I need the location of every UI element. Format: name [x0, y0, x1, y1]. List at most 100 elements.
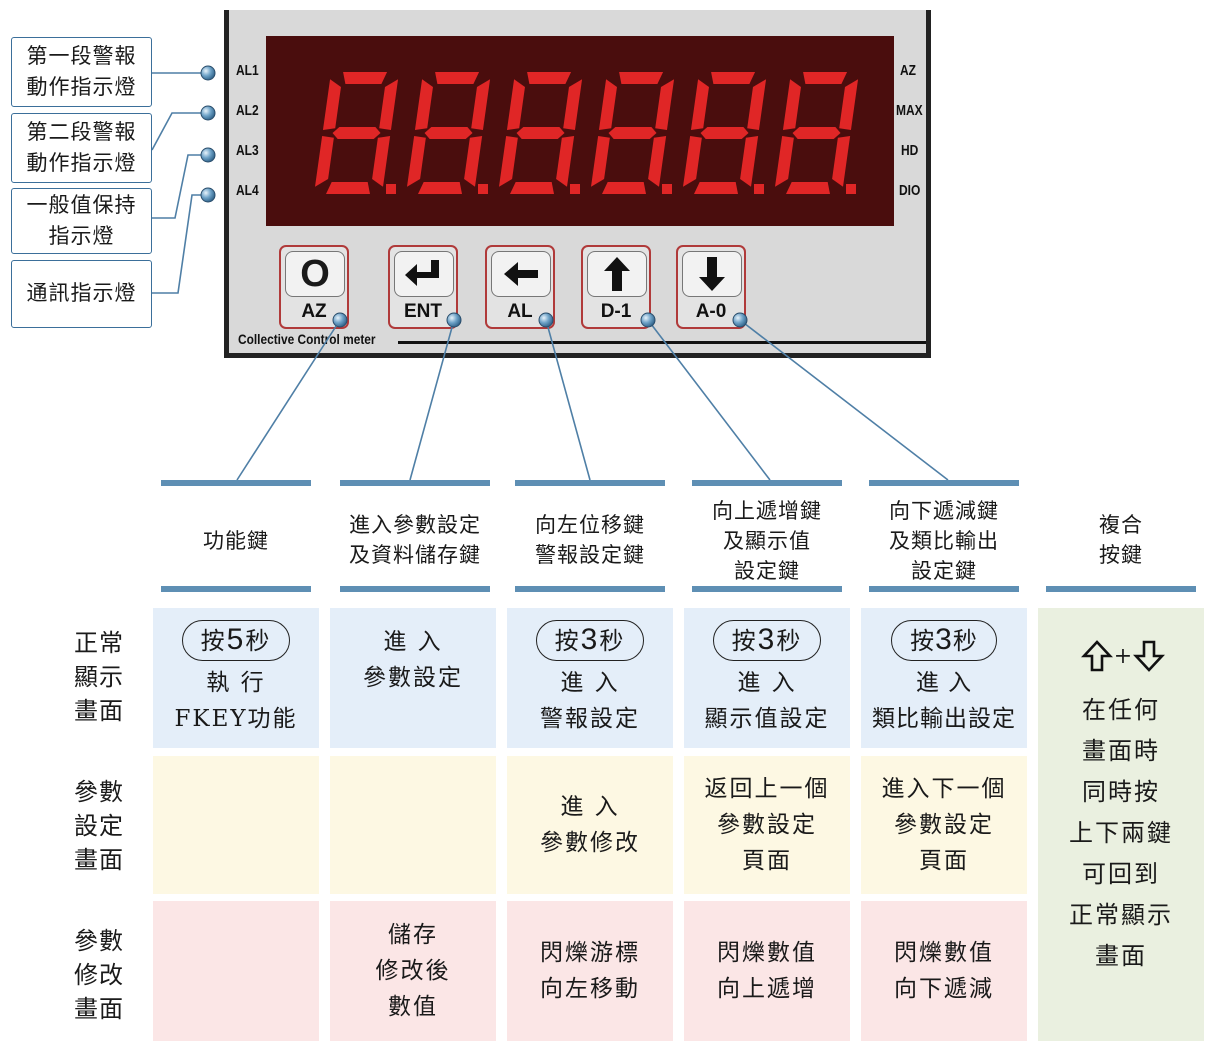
column-header-line: 按鍵 [1099, 543, 1143, 567]
badge-text: 秒 [599, 626, 626, 655]
segment-g [792, 127, 841, 139]
cell-line: 向左移動 [540, 976, 640, 1002]
badge-seconds: 3 [757, 622, 777, 656]
row-header-line: 畫面 [74, 846, 124, 874]
badge-seconds: 5 [226, 622, 246, 656]
segment-c [556, 136, 575, 187]
segment-a [527, 72, 572, 84]
cell-normal-ent: 進 入 參數設定 [330, 608, 496, 748]
header-bar-top [161, 480, 311, 486]
indicator-al2-box: 第二段警報 動作指示燈 [11, 113, 152, 183]
segment-e [683, 136, 702, 187]
segment-e [775, 136, 794, 187]
cell-parammod-ent: 儲存 修改後 數值 [330, 901, 496, 1041]
segment-a [711, 72, 756, 84]
segment-a [435, 72, 480, 84]
segment-g [516, 127, 565, 139]
segment-c [372, 136, 391, 187]
segment-b [747, 79, 767, 130]
segment-d [786, 182, 830, 194]
cell-line: 參數設定 [894, 812, 994, 838]
cell-normal-az: 按5秒 執 行 FKEY功能 [153, 608, 319, 748]
cell-line: 參數設定 [717, 812, 817, 838]
cell-paramset-al: 進 入 參數修改 [507, 756, 673, 894]
column-header-function-key: 功能鍵 [156, 526, 316, 556]
segment-g [424, 127, 473, 139]
cell-line: 閃爍數值 [894, 940, 994, 966]
a0-key[interactable]: A-0 [676, 245, 746, 329]
header-bar-top [340, 480, 490, 486]
hollow-down-arrow-icon [1133, 640, 1166, 672]
cell-line: 數值 [388, 994, 438, 1020]
column-header-line: 向上遞增鍵 [712, 499, 822, 523]
cell-paramset-d1: 返回上一個 參數設定 頁面 [684, 756, 850, 894]
cell-line: 參數修改 [540, 830, 640, 856]
segment-a [619, 72, 664, 84]
row-header-param-set: 參數 設定 畫面 [52, 775, 146, 877]
segment-c [832, 136, 851, 187]
column-header-line: 功能鍵 [203, 529, 269, 553]
down-arrow-icon [682, 251, 742, 297]
cell-line: 修改後 [375, 958, 451, 984]
segment-c [648, 136, 667, 187]
led-label-al4: AL4 [236, 182, 259, 199]
segment-b [839, 79, 859, 130]
digit-1 [315, 72, 399, 194]
badge-text: 秒 [776, 626, 803, 655]
led-label-hd: HD [901, 142, 919, 159]
combo-line: 可回到 [1082, 860, 1160, 888]
segment-d [694, 182, 738, 194]
a0-key-label: A-0 [695, 301, 727, 322]
row-header-line: 參數 [74, 927, 124, 955]
cell-line: FKEY功能 [174, 705, 298, 732]
cell-line: 向下遞減 [894, 976, 994, 1002]
segment-a [803, 72, 848, 84]
segment-d [602, 182, 646, 194]
column-header-line: 及資料儲存鍵 [349, 543, 481, 567]
o-key-symbol: O [300, 252, 330, 295]
cell-line: 進 入 [560, 794, 620, 820]
led-display [266, 36, 894, 226]
cell-line: 進 入 [915, 669, 973, 696]
segment-b [655, 79, 675, 130]
digit-5 [683, 72, 767, 194]
az-key-label: AZ [301, 301, 327, 322]
cell-parammod-al: 閃爍游標 向左移動 [507, 901, 673, 1041]
ent-key[interactable]: ENT [388, 245, 458, 329]
cell-paramset-a0: 進入下一個 參數設定 頁面 [861, 756, 1027, 894]
header-bar-bottom [340, 586, 490, 592]
indicator-al1-line1: 第一段警報 [26, 44, 137, 68]
badge-text: 按 [200, 626, 227, 655]
column-header-line: 進入參數設定 [349, 513, 481, 537]
cell-parammod-az [153, 901, 319, 1041]
column-header-line: 向下遞減鍵 [889, 499, 999, 523]
header-bar-bottom [515, 586, 665, 592]
row-header-normal-display: 正常 顯示 畫面 [52, 626, 146, 728]
combo-line: 同時按 [1082, 778, 1160, 806]
row-header-param-modify: 參數 修改 畫面 [52, 924, 146, 1026]
cell-normal-al: 按3秒 進 入 警報設定 [507, 608, 673, 748]
led-label-al1: AL1 [236, 62, 259, 79]
header-bar-bottom [692, 586, 842, 592]
cell-paramset-az [153, 756, 319, 894]
press-duration-badge: 按3秒 [535, 619, 645, 661]
indicator-al3-line1: 一般值保持 [26, 193, 137, 217]
indicator-al1-box: 第一段警報 動作指示燈 [11, 37, 152, 107]
segment-f [782, 79, 801, 130]
cell-line: 進 入 [560, 669, 620, 696]
d1-key[interactable]: D-1 [581, 245, 651, 329]
badge-seconds: 3 [935, 622, 953, 656]
badge-text: 秒 [245, 626, 272, 655]
column-header-line: 設定鍵 [734, 559, 800, 583]
combo-line: 畫面時 [1082, 737, 1160, 765]
indicator-al4-box: 通訊指示燈 [11, 260, 152, 328]
segment-e [591, 136, 610, 187]
cell-line: 儲存 [388, 922, 438, 948]
d1-key-label: D-1 [600, 301, 632, 322]
segment-e [499, 136, 518, 187]
cell-parammod-d1: 閃爍數值 向上遞增 [684, 901, 850, 1041]
press-duration-badge: 按5秒 [181, 619, 291, 661]
indicator-al3-box: 一般值保持 指示燈 [11, 188, 152, 254]
left-arrow-icon [491, 251, 551, 297]
segment-c [464, 136, 483, 187]
